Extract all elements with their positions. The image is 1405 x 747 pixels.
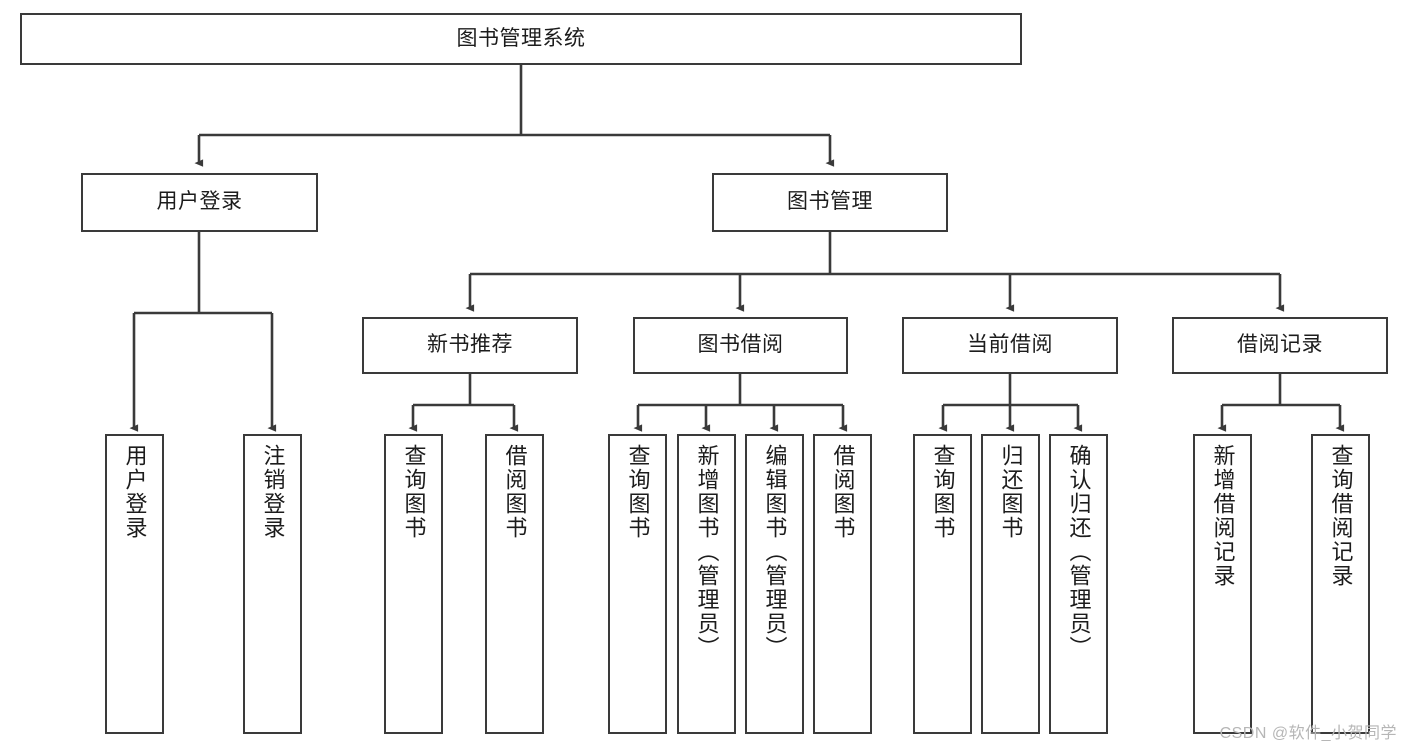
node-label: 查询图书 — [625, 444, 651, 540]
node-label: 图书管理 — [787, 190, 873, 214]
node-leaf-borrow-book-recommend[interactable]: 借阅图书 — [485, 434, 544, 734]
node-leaf-edit-book-admin[interactable]: 编辑图书（管理员） — [745, 434, 804, 734]
node-leaf-return-book[interactable]: 归还图书 — [981, 434, 1040, 734]
node-book-management[interactable]: 图书管理 — [712, 173, 948, 232]
node-label: 当前借阅 — [967, 333, 1053, 357]
watermark-text: CSDN @软件_小贺同学 — [1219, 725, 1397, 742]
node-leaf-query-book-borrow[interactable]: 查询图书 — [608, 434, 667, 734]
node-label: 确认归还（管理员） — [1066, 444, 1092, 660]
node-borrow-record[interactable]: 借阅记录 — [1172, 317, 1388, 374]
node-current-borrow[interactable]: 当前借阅 — [902, 317, 1118, 374]
node-label: 借阅图书 — [502, 444, 528, 540]
node-leaf-query-borrow-record[interactable]: 查询借阅记录 — [1311, 434, 1370, 734]
node-label: 查询借阅记录 — [1328, 444, 1354, 588]
node-label: 编辑图书（管理员） — [762, 444, 788, 660]
node-label: 图书管理系统 — [456, 26, 586, 50]
node-label: 借阅记录 — [1237, 333, 1323, 357]
node-label: 查询图书 — [930, 444, 956, 540]
node-label: 新书推荐 — [427, 333, 513, 357]
node-leaf-query-book-current[interactable]: 查询图书 — [913, 434, 972, 734]
node-leaf-add-book-admin[interactable]: 新增图书（管理员） — [677, 434, 736, 734]
node-label: 图书借阅 — [697, 333, 784, 357]
node-label: 用户登录 — [156, 190, 243, 214]
node-label: 借阅图书 — [830, 444, 856, 540]
node-label: 新增图书（管理员） — [694, 444, 720, 660]
node-label: 新增借阅记录 — [1210, 444, 1236, 588]
node-label: 用户登录 — [122, 444, 148, 540]
node-book-borrow[interactable]: 图书借阅 — [633, 317, 848, 374]
node-leaf-query-book-recommend[interactable]: 查询图书 — [384, 434, 443, 734]
node-label: 归还图书 — [998, 444, 1024, 540]
node-label: 查询图书 — [401, 444, 427, 540]
node-leaf-confirm-return-admin[interactable]: 确认归还（管理员） — [1049, 434, 1108, 734]
node-leaf-user-login[interactable]: 用户登录 — [105, 434, 164, 734]
node-root-book-management-system[interactable]: 图书管理系统 — [20, 13, 1022, 65]
node-leaf-borrow-book[interactable]: 借阅图书 — [813, 434, 872, 734]
node-leaf-user-logout[interactable]: 注销登录 — [243, 434, 302, 734]
node-new-book-recommend[interactable]: 新书推荐 — [362, 317, 578, 374]
node-label: 注销登录 — [260, 444, 286, 540]
node-user-login[interactable]: 用户登录 — [81, 173, 318, 232]
node-leaf-add-borrow-record[interactable]: 新增借阅记录 — [1193, 434, 1252, 734]
